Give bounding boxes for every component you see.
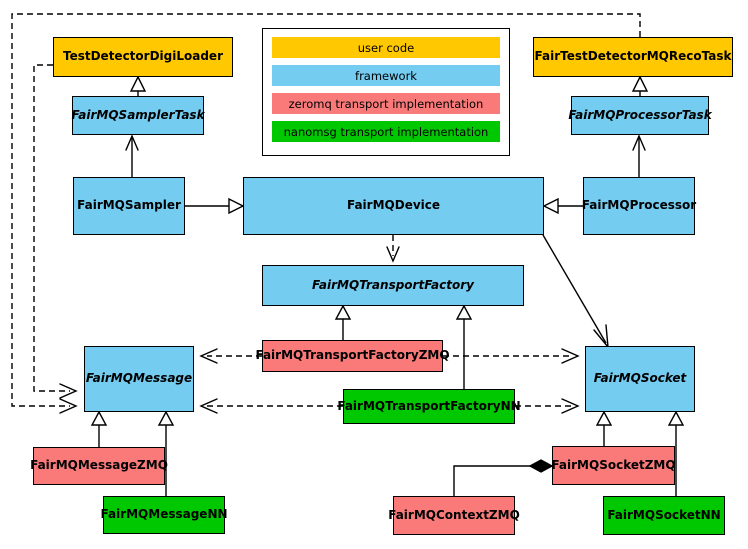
class-node-FairMQSamplerTask[interactable]: FairMQSamplerTask — [71, 96, 205, 135]
class-node-FairMQSampler[interactable]: FairMQSampler — [73, 177, 185, 235]
edge-recotask-to-message — [11, 13, 641, 414]
class-node-FairMQContextZMQ[interactable]: FairMQContextZMQ — [388, 496, 520, 535]
edge-contextzmq-to-socketzmq — [453, 459, 554, 496]
edge-digiloader-to-message — [33, 64, 78, 399]
class-node-FairMQTransportFactory[interactable]: FairMQTransportFactory — [262, 265, 524, 306]
edge-factorynn-to-message — [199, 398, 343, 414]
edge-processor-to-device — [542, 197, 583, 215]
class-node-FairMQSocketZMQ[interactable]: FairMQSocketZMQ — [551, 446, 676, 485]
class-node-FairMQTransportFactoryZMQ[interactable]: FairMQTransportFactoryZMQ — [255, 340, 450, 372]
legend-item-framework: framework — [272, 65, 500, 86]
class-node-FairMQProcessorTask[interactable]: FairMQProcessorTask — [568, 96, 712, 135]
class-node-FairMQMessageZMQ[interactable]: FairMQMessageZMQ — [30, 447, 168, 485]
legend-item-usercode: user code — [272, 37, 500, 58]
edge-samplertask-to-digiloader — [129, 75, 147, 96]
class-node-FairMQSocketNN[interactable]: FairMQSocketNN — [603, 496, 725, 535]
edge-factoryzmq-to-socket — [443, 348, 580, 364]
edge-socketnn-to-socket — [667, 410, 685, 496]
edge-sampler-to-samplertask — [125, 134, 139, 177]
edge-device-to-transportfactory — [386, 235, 400, 263]
class-node-FairMQMessage[interactable]: FairMQMessage — [84, 346, 194, 412]
edge-messagezmq-to-message — [90, 410, 108, 447]
edge-processor-to-processortask — [632, 134, 646, 177]
legend-item-zmq: zeromq transport implementation — [272, 93, 500, 114]
edge-device-to-socket — [542, 234, 609, 350]
class-node-FairMQTransportFactoryNN[interactable]: FairMQTransportFactoryNN — [337, 389, 521, 424]
legend-item-nn: nanomsg transport implementation — [272, 121, 500, 142]
edge-factorynn-to-factory — [455, 304, 473, 389]
class-node-FairMQProcessor[interactable]: FairMQProcessor — [582, 177, 696, 235]
class-node-FairMQMessageNN[interactable]: FairMQMessageNN — [100, 496, 228, 534]
edge-messagenn-to-message — [157, 410, 175, 496]
edge-sampler-to-device — [185, 197, 245, 215]
class-node-TestDetectorDigiLoader[interactable]: TestDetectorDigiLoader — [53, 37, 233, 77]
edge-processortask-to-recotask — [631, 75, 649, 96]
class-node-FairTestDetectorMQRecoTask[interactable]: FairTestDetectorMQRecoTask — [533, 37, 733, 77]
class-node-FairMQSocket[interactable]: FairMQSocket — [585, 346, 695, 412]
legend-box: user code framework zeromq transport imple… — [262, 28, 510, 156]
edge-socketzmq-to-socket — [595, 410, 613, 446]
edge-factoryzmq-to-message — [199, 348, 262, 364]
edge-factoryzmq-to-factory — [334, 304, 352, 340]
class-node-FairMQDevice[interactable]: FairMQDevice — [243, 177, 544, 235]
edge-factorynn-to-socket — [515, 398, 580, 414]
